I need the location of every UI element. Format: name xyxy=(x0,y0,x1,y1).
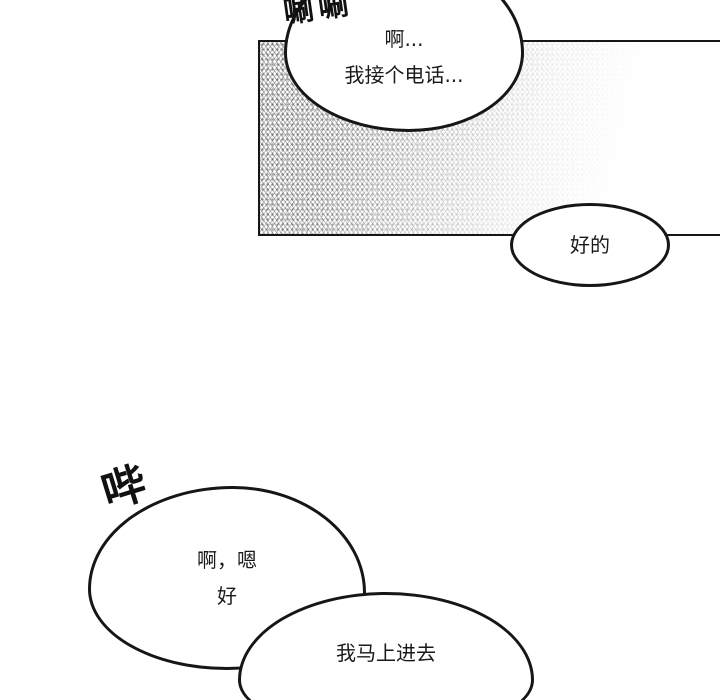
bubble-call-line-2: 我接个电话... xyxy=(344,63,464,87)
bubble-ok-line-1: 好的 xyxy=(570,233,610,257)
speech-bubble-ok: 好的 xyxy=(510,203,670,287)
bubble-ah-line-2: 好 xyxy=(217,584,237,608)
bubble-goin-line-1: 我马上进去 xyxy=(336,641,436,665)
bubble-ah-line-1: 啊，嗯 xyxy=(197,548,257,572)
bubble-call-line-1: 啊... xyxy=(384,27,424,51)
sfx-beep-text: 哔 xyxy=(95,457,153,520)
